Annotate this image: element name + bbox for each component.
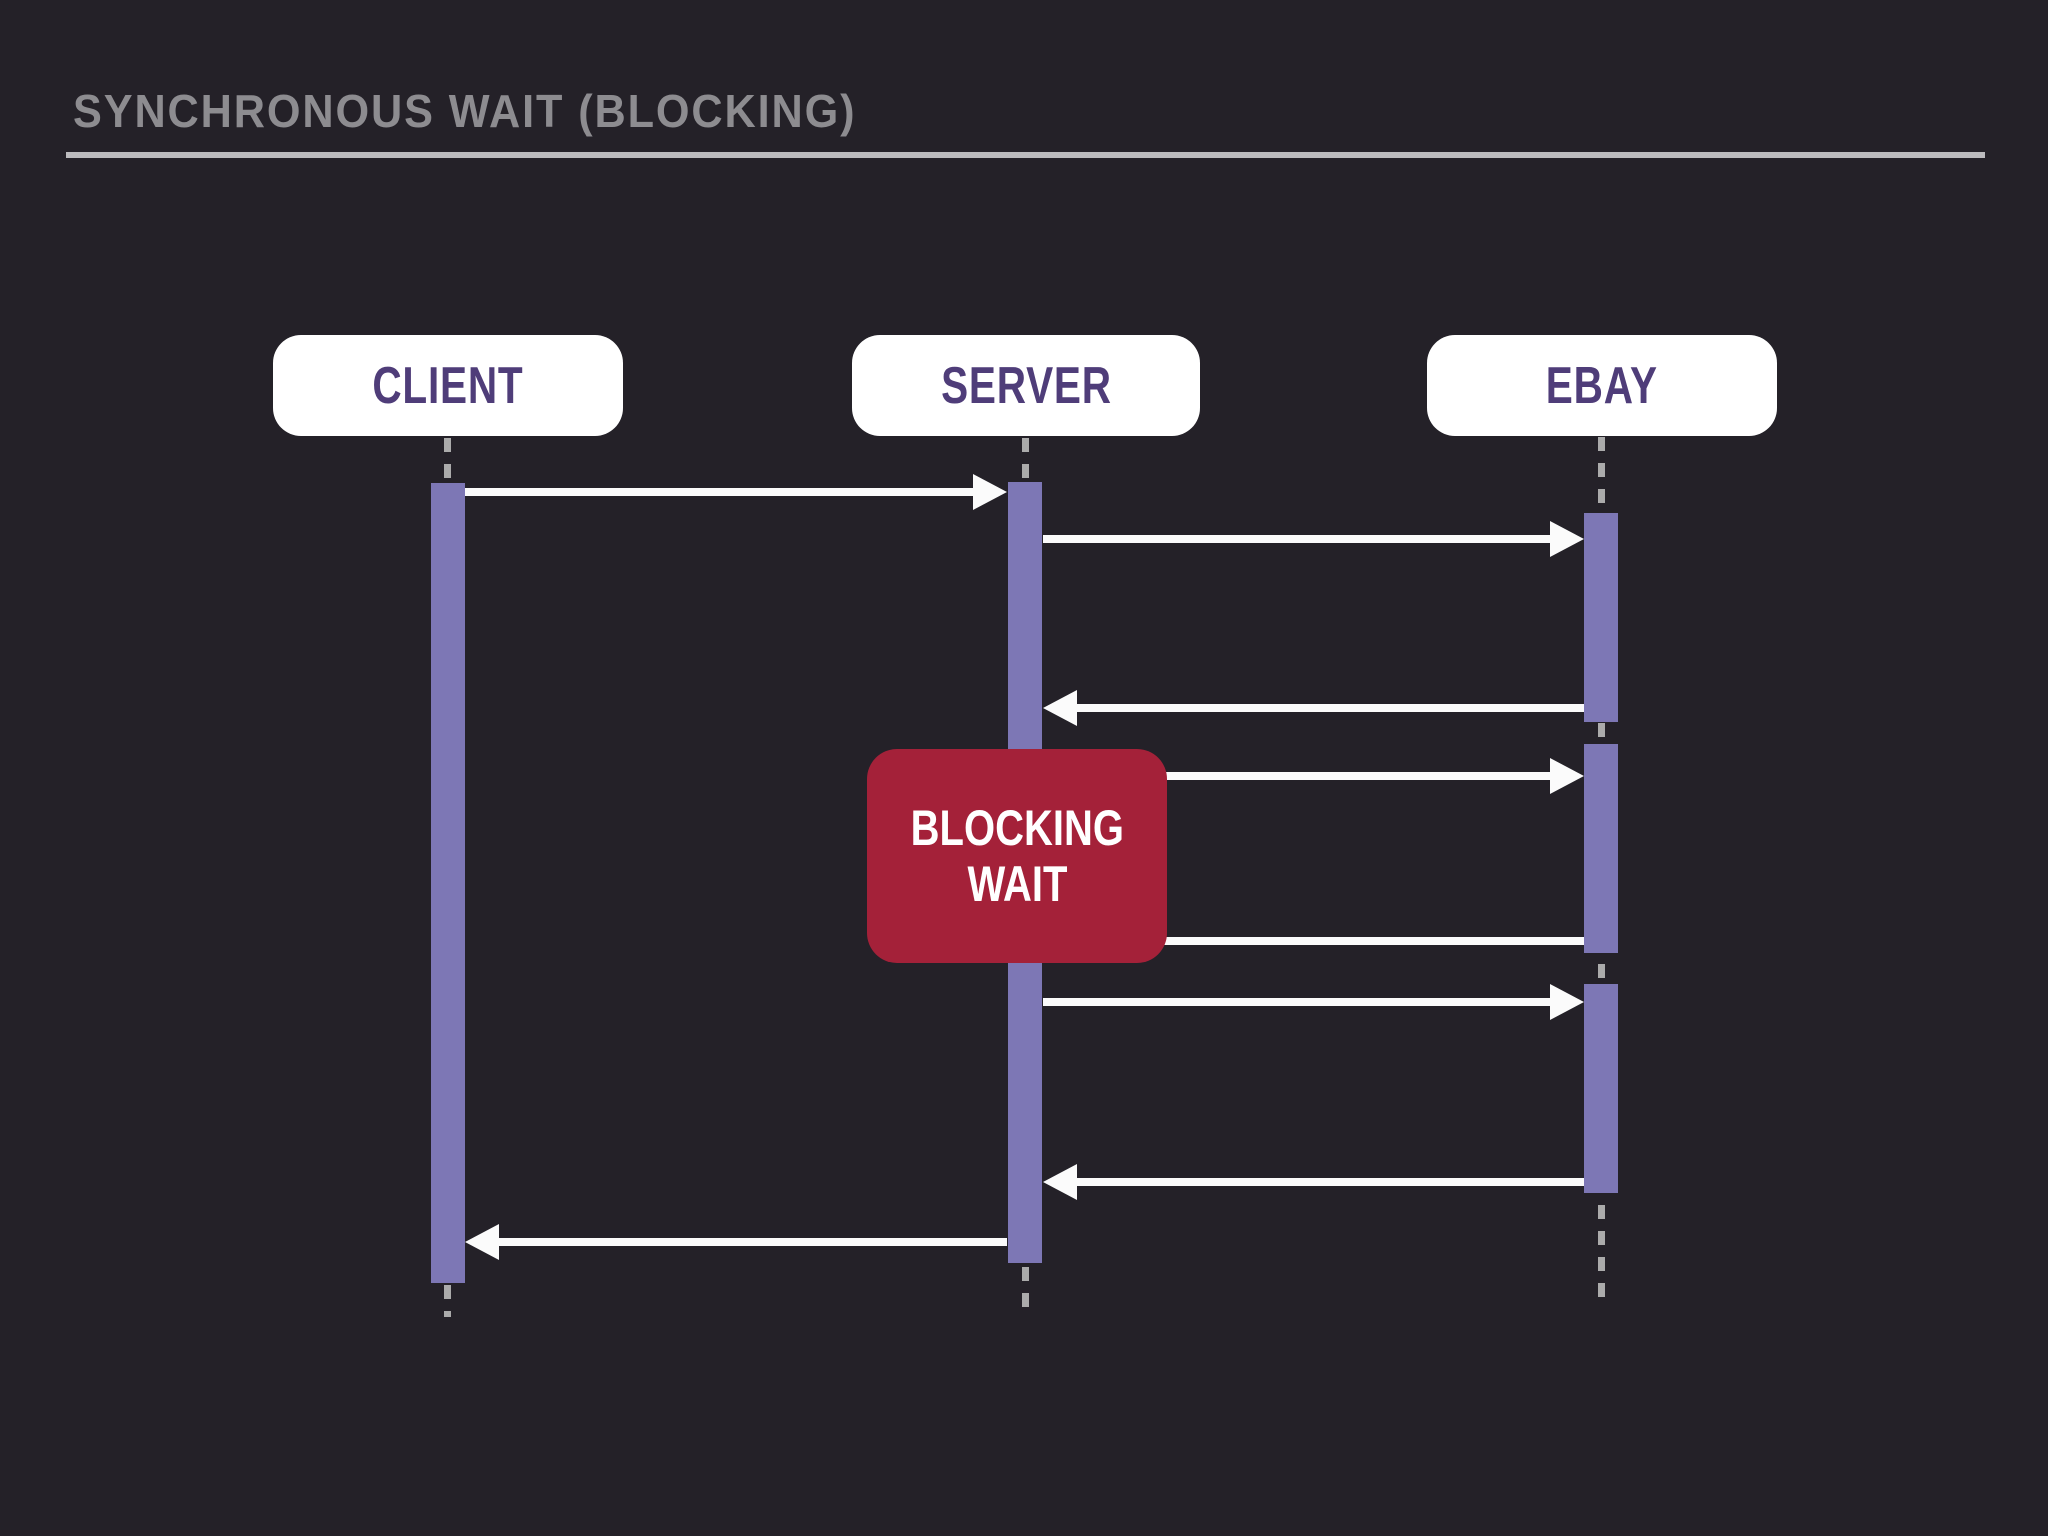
lifeline-ebay-gap-1 — [1598, 723, 1605, 738]
activation-bar-client — [431, 483, 465, 1283]
message-arrow-ebay-to-server-3 — [1043, 1164, 1584, 1200]
activation-bar-ebay-3 — [1584, 984, 1618, 1193]
arrow-line — [1043, 535, 1556, 543]
message-arrow-server-to-ebay-2 — [1043, 758, 1584, 794]
blocking-wait-line1: BLOCKING — [910, 800, 1124, 856]
arrowhead-left-icon — [465, 1224, 499, 1260]
actor-label-server: SERVER — [940, 356, 1112, 415]
page-title: SYNCHRONOUS WAIT (BLOCKING) — [73, 85, 857, 137]
arrowhead-left-icon — [1043, 1164, 1077, 1200]
title-underline — [66, 152, 1985, 158]
arrowhead-left-icon — [1043, 690, 1077, 726]
actor-label-ebay: EBAY — [1545, 356, 1659, 415]
lifeline-server-top — [1022, 438, 1029, 481]
lifeline-client-bottom — [444, 1285, 451, 1317]
lifeline-ebay-gap-2 — [1598, 964, 1605, 978]
arrow-line — [1071, 1178, 1584, 1186]
blocking-wait-note: BLOCKING WAIT — [867, 749, 1167, 963]
message-arrow-server-to-client — [465, 1224, 1007, 1260]
lifeline-server-bottom — [1022, 1267, 1029, 1315]
actor-box-client: CLIENT — [273, 335, 623, 436]
activation-bar-ebay-1 — [1584, 513, 1618, 722]
actor-box-ebay: EBAY — [1427, 335, 1777, 436]
arrow-line — [1071, 704, 1584, 712]
lifeline-client-top — [444, 438, 451, 482]
message-arrow-ebay-to-server-1 — [1043, 690, 1584, 726]
arrow-line — [1071, 937, 1584, 945]
arrow-line — [1043, 772, 1556, 780]
lifeline-ebay-bottom — [1598, 1205, 1605, 1300]
arrow-line — [465, 488, 979, 496]
message-arrow-server-to-ebay-3 — [1043, 984, 1584, 1020]
arrowhead-right-icon — [973, 474, 1007, 510]
lifeline-ebay-top — [1598, 437, 1605, 512]
arrow-line — [1043, 998, 1556, 1006]
actor-label-client: CLIENT — [372, 356, 524, 415]
blocking-wait-line2: WAIT — [966, 856, 1067, 912]
arrowhead-right-icon — [1550, 758, 1584, 794]
actor-box-server: SERVER — [852, 335, 1200, 436]
arrowhead-right-icon — [1550, 984, 1584, 1020]
arrow-line — [493, 1238, 1007, 1246]
activation-bar-ebay-2 — [1584, 744, 1618, 953]
message-arrow-server-to-ebay-1 — [1043, 521, 1584, 557]
message-arrow-client-to-server — [465, 474, 1007, 510]
arrowhead-right-icon — [1550, 521, 1584, 557]
